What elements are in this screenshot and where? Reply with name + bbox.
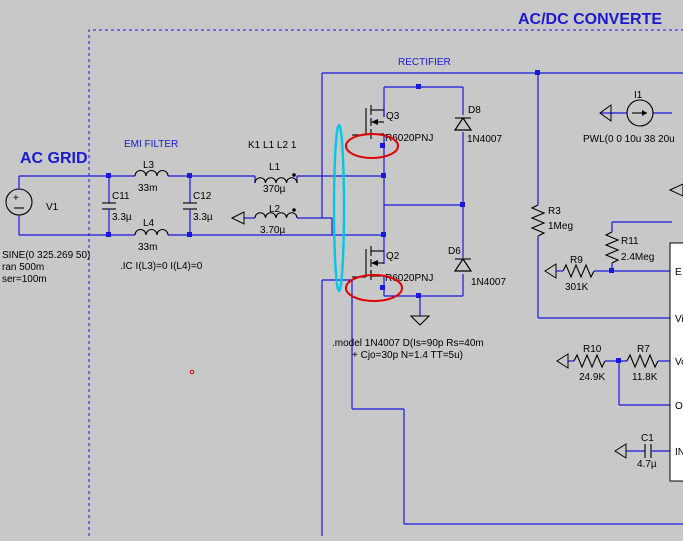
c1-ref: C1 — [641, 433, 654, 444]
c12-ref: C12 — [193, 191, 212, 202]
r3-value: 1Meg — [548, 221, 573, 232]
l2-ref: L2 — [269, 204, 281, 215]
schematic-title: AC/DC CONVERTE — [518, 11, 662, 28]
d6-model: 1N4007 — [471, 277, 506, 288]
d6-ref: D6 — [448, 246, 461, 257]
diode-d8[interactable] — [453, 116, 473, 131]
capacitor-c1[interactable] — [644, 444, 652, 458]
c11-ref: C11 — [112, 191, 130, 202]
r9-value: 301K — [565, 282, 589, 293]
ic-pin-vi: Vi — [675, 314, 683, 325]
l1-value: 370µ — [263, 184, 286, 195]
ac-grid-label: AC GRID — [20, 150, 88, 167]
emi-filter-label: EMI FILTER — [124, 139, 178, 150]
l3-ref: L3 — [143, 160, 155, 171]
ic-directive: .IC I(L3)=0 I(L4)=0 — [120, 261, 203, 272]
c12-value: 3.3µ — [193, 212, 213, 223]
ic-pin-vo: Vo — [675, 357, 683, 368]
diode-d6[interactable] — [453, 257, 473, 272]
v1-spec-ser: ser=100m — [2, 274, 47, 285]
ground-flag-r9 — [544, 263, 557, 279]
current-source-i1[interactable] — [626, 99, 654, 127]
l4-value: 33m — [138, 242, 157, 253]
r10-value: 24.9K — [579, 372, 605, 383]
ground-flag-r10 — [556, 353, 569, 369]
highlight-red-ellipse-q3 — [345, 133, 399, 159]
mosfet-q3[interactable] — [352, 105, 385, 150]
svg-text:+: + — [13, 193, 19, 204]
inductor-l3[interactable] — [134, 170, 169, 177]
k1-directive: K1 L1 L2 1 — [248, 140, 297, 151]
v1-ref: V1 — [46, 202, 59, 213]
resistor-r9[interactable] — [562, 263, 595, 279]
resistor-r3[interactable] — [530, 204, 546, 237]
diode-model-line2: + Cjo=30p N=1.4 TT=5u) — [352, 350, 463, 361]
l4-ref: L4 — [143, 218, 155, 229]
highlight-red-ellipse-q2 — [345, 274, 403, 302]
ground-flag-c1 — [614, 443, 627, 459]
ground-flag-left — [230, 211, 245, 225]
q3-model: R6020PNJ — [385, 133, 433, 144]
c11-value: 3.3µ — [112, 212, 132, 223]
ic-pin-in: IN — [675, 447, 683, 458]
r7-value: 11.8K — [632, 372, 658, 383]
r9-ref: R9 — [570, 255, 583, 266]
q2-ref: Q2 — [386, 251, 400, 262]
q3-ref: Q3 — [386, 111, 400, 122]
voltage-source-v1[interactable]: + — [5, 176, 33, 235]
v1-spec-tran: ran 500m — [2, 262, 44, 273]
ground-flag-i1 — [599, 104, 612, 122]
diode-model-line1: .model 1N4007 D(Is=90p Rs=40m — [332, 338, 484, 349]
r11-ref: R11 — [621, 236, 639, 247]
l1-ref: L1 — [269, 162, 281, 173]
inductor-l1[interactable] — [254, 173, 298, 184]
ic-pin-e: E — [675, 267, 682, 278]
l2-value: 3.70µ — [260, 225, 285, 236]
r3-ref: R3 — [548, 206, 561, 217]
subcircuit-frame — [88, 29, 683, 536]
v1-spec-sine: SINE(0 325.269 50) — [2, 250, 90, 261]
capacitor-c11[interactable] — [102, 176, 116, 235]
resistor-r10[interactable] — [573, 353, 606, 369]
i1-ref: I1 — [634, 90, 643, 101]
q2-model: R6020PNJ — [385, 273, 433, 284]
capacitor-c12[interactable] — [183, 176, 197, 235]
c1-value: 4.7µ — [637, 459, 657, 470]
ground-symbol — [409, 315, 431, 326]
rectifier-label: RECTIFIER — [398, 57, 451, 68]
resistor-r11[interactable] — [604, 231, 620, 264]
l3-value: 33m — [138, 183, 157, 194]
mosfet-q2[interactable] — [352, 246, 385, 296]
resistor-r7[interactable] — [626, 353, 659, 369]
highlight-cyan-ellipse — [332, 123, 346, 293]
d8-ref: D8 — [468, 105, 481, 116]
stray-marker — [189, 369, 195, 375]
r7-ref: R7 — [637, 344, 650, 355]
inductor-l4[interactable] — [134, 229, 169, 236]
controller-ic[interactable]: E Vi Vo O IN — [669, 242, 683, 482]
ground-flag-right — [668, 183, 683, 197]
r10-ref: R10 — [583, 344, 602, 355]
r11-value: 2.4Meg — [621, 252, 654, 263]
ic-pin-o: O — [675, 401, 683, 412]
inductor-l2[interactable] — [254, 208, 298, 219]
i1-value: PWL(0 0 10u 38 20u — [583, 134, 675, 145]
d8-model: 1N4007 — [467, 134, 502, 145]
